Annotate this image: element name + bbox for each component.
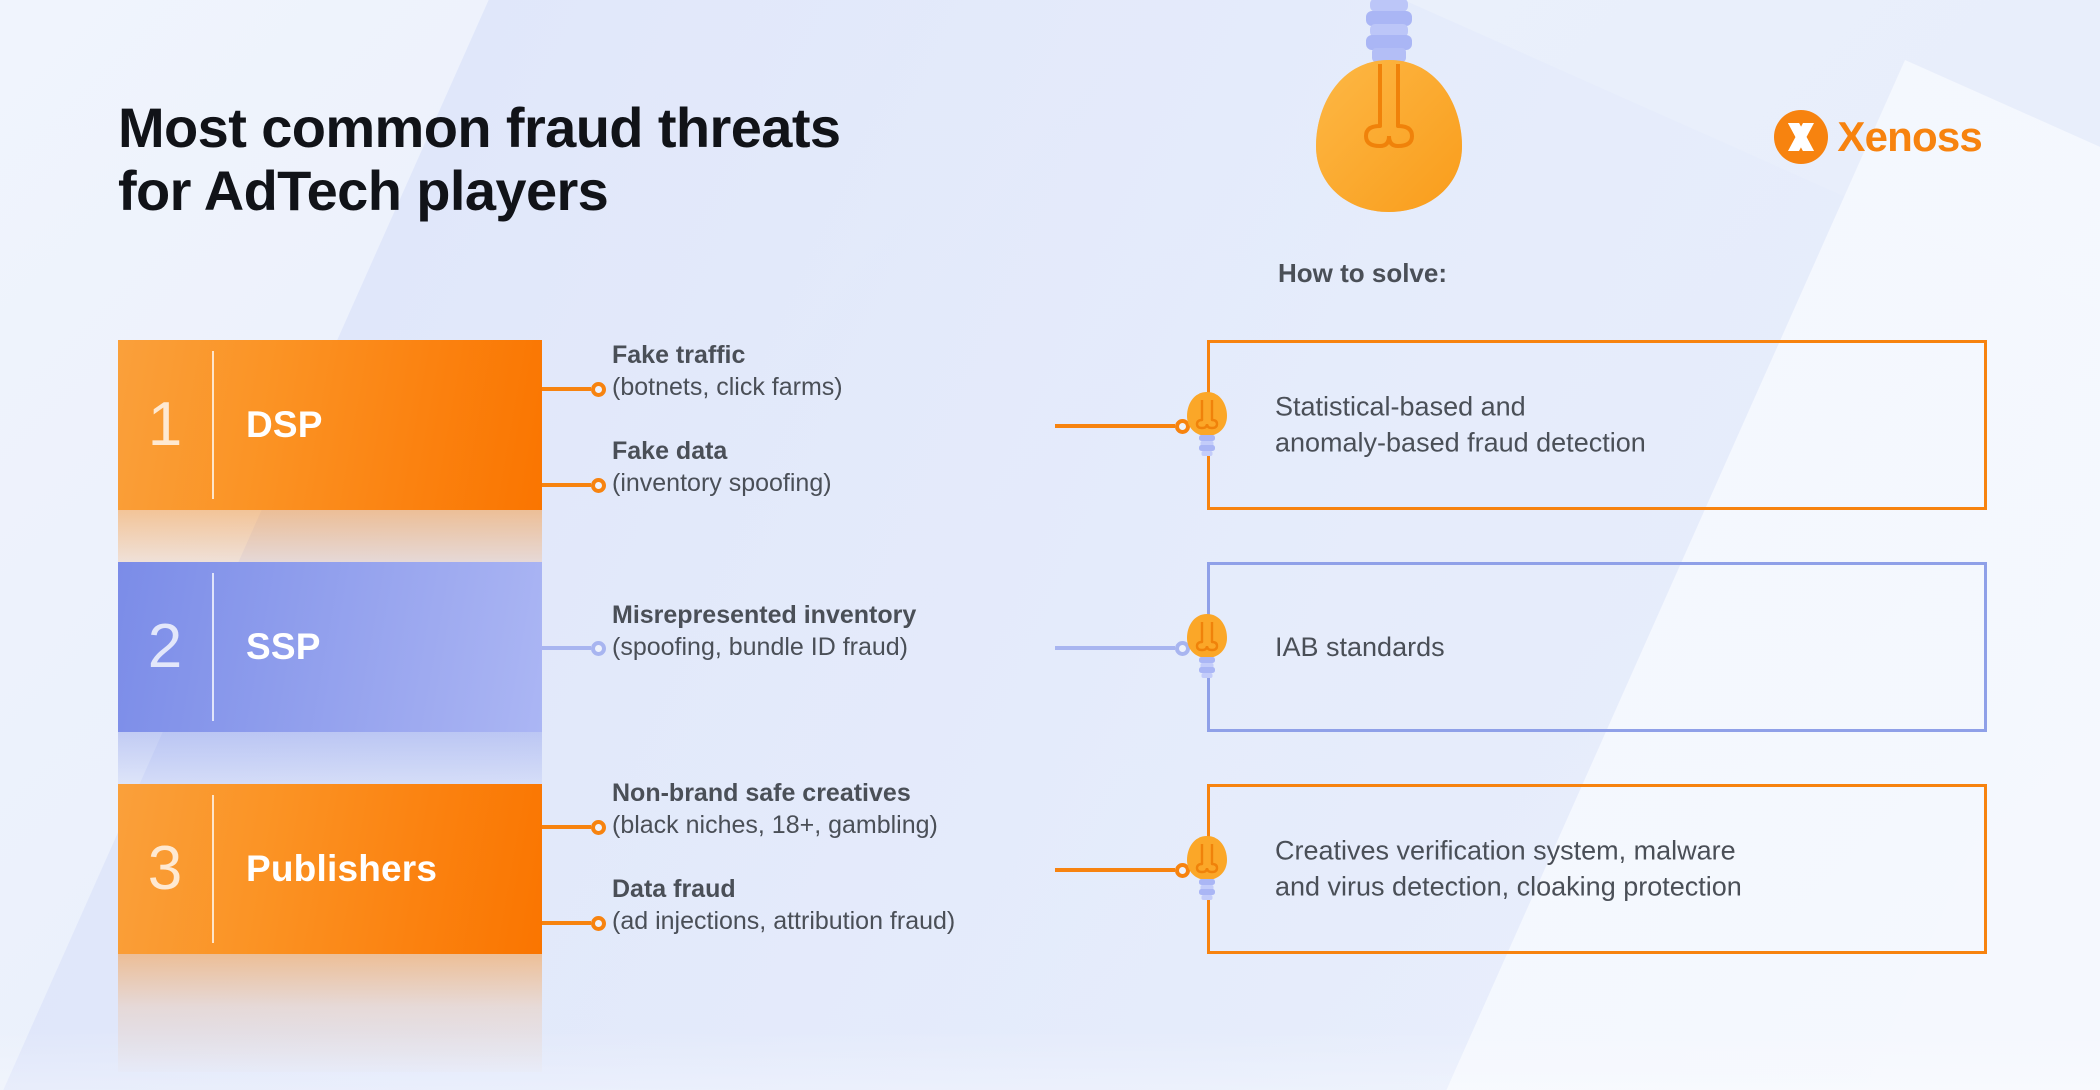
solution-box-outline [1207, 340, 1987, 510]
connector-dot [1175, 418, 1190, 434]
row-block-dsp[interactable]: 1 DSP [118, 340, 542, 510]
threat-title: Misrepresented inventory [612, 601, 917, 629]
connector-line [1055, 646, 1175, 650]
solution-box-left-bottom [1207, 898, 1210, 954]
threat-subtitle: (botnets, click farms) [612, 372, 843, 401]
solution-text: IAB standards [1275, 631, 1445, 662]
threat-subtitle: (spoofing, bundle ID fraud) [612, 632, 909, 661]
lightbulb-icon-large [1316, 0, 1462, 212]
row-label: DSP [246, 404, 323, 445]
connector-line [542, 387, 591, 391]
connector-line [1055, 868, 1175, 872]
solution-box-left-bottom [1207, 676, 1210, 732]
solution-box-left-top [1207, 784, 1210, 840]
connector-line [542, 825, 591, 829]
row-number: 1 [147, 390, 183, 459]
connector-solution [1055, 418, 1190, 434]
row-number: 2 [147, 612, 183, 681]
connector-dot [591, 819, 606, 835]
connector-dot [1175, 640, 1190, 656]
threat-subtitle: (black niches, 18+, gambling) [612, 810, 938, 839]
connector-line [542, 921, 591, 925]
threat-title: Non-brand safe creatives [612, 779, 911, 807]
page-title-line-2: for AdTech players [118, 159, 609, 223]
threat-subtitle: (ad injections, attribution fraud) [612, 906, 956, 935]
connector-threat-2 [542, 915, 606, 931]
connector-dot [1175, 862, 1190, 878]
logo-wordmark: Xenoss [1837, 113, 1982, 160]
row-number: 3 [147, 834, 183, 903]
threat-list: Fake traffic (botnets, click farms) Fake… [612, 340, 1132, 510]
solution-box-outline [1207, 784, 1987, 954]
list-item: Misrepresented inventory (spoofing, bund… [612, 600, 1132, 663]
row-divider [212, 795, 214, 943]
connector-line [1055, 424, 1175, 428]
threat-list: Non-brand safe creatives (black niches, … [612, 779, 1132, 954]
solution-box-left-top [1207, 562, 1210, 618]
connector-dot [591, 477, 606, 493]
row-divider [212, 573, 214, 721]
connector-threat-1 [542, 381, 606, 397]
solution-box-ssp[interactable]: IAB standards [1187, 562, 1987, 732]
connector-line [542, 646, 591, 650]
solution-box-left-bottom [1207, 454, 1210, 510]
solution-text: Statistical-based and anomaly-based frau… [1275, 391, 1646, 458]
threat-title: Fake data [612, 437, 728, 465]
page-title-line-1: Most common fraud threats [118, 96, 841, 159]
lightbulb-icon [1187, 392, 1227, 456]
row-label: SSP [246, 626, 321, 667]
threat-list: Misrepresented inventory (spoofing, bund… [612, 562, 1132, 732]
page-title: Most common fraud threats for AdTech pla… [118, 96, 1048, 223]
row-label: Publishers [246, 848, 438, 889]
connector-threat-1 [542, 640, 606, 656]
list-item: Fake data (inventory spoofing) [612, 436, 1132, 499]
list-item: Data fraud (ad injections, attribution f… [612, 874, 1132, 937]
connector-threat-1 [542, 819, 606, 835]
lightbulb-icon [1187, 836, 1227, 900]
row-block-fade [118, 954, 542, 1072]
row-block-publishers[interactable]: 3 Publishers [118, 784, 542, 954]
solution-box-left-top [1207, 340, 1210, 396]
connector-dot [591, 381, 606, 397]
threat-title: Fake traffic [612, 341, 746, 369]
connector-solution [1055, 640, 1190, 656]
connector-solution [1055, 862, 1190, 878]
lightbulb-icon [1187, 614, 1227, 678]
connector-dot [591, 915, 606, 931]
threat-title: Data fraud [612, 875, 736, 903]
connector-line [542, 483, 591, 487]
brand-logo: Xenoss [1774, 110, 1983, 164]
list-item: Non-brand safe creatives (black niches, … [612, 778, 1132, 841]
row-divider [212, 351, 214, 499]
solution-box-dsp[interactable]: Statistical-based and anomaly-based frau… [1187, 340, 1987, 510]
threat-subtitle: (inventory spoofing) [612, 468, 832, 497]
connector-dot [591, 640, 606, 656]
connector-threat-2 [542, 477, 606, 493]
solution-box-outline [1207, 562, 1987, 732]
solution-box-publishers[interactable]: Creatives verification system, malware a… [1187, 784, 1987, 954]
row-block-ssp[interactable]: 2 SSP [118, 562, 542, 732]
list-item: Fake traffic (botnets, click farms) [612, 340, 1132, 403]
how-to-solve-heading: How to solve: [1278, 258, 1448, 288]
solution-text: Creatives verification system, malware a… [1275, 835, 1742, 902]
xenoss-logo-icon [1774, 110, 1829, 164]
